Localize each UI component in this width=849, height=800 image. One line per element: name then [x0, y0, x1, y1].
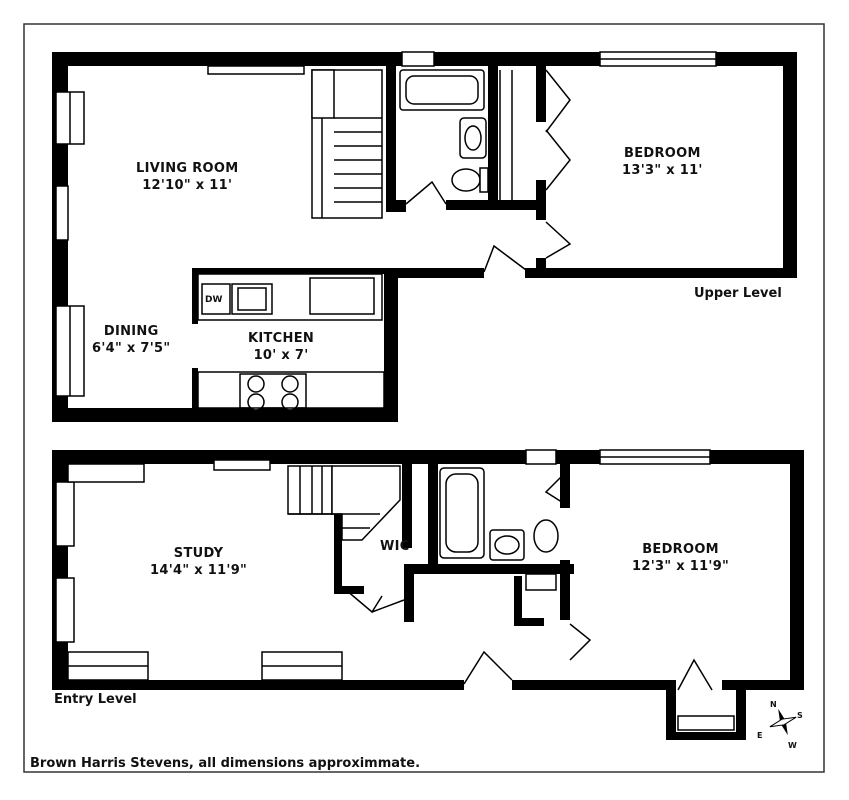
kitchen-top-wall — [192, 268, 392, 274]
compass-e-label: E — [757, 731, 762, 740]
window — [55, 577, 75, 643]
window-seat — [67, 463, 145, 483]
bedroom-door — [545, 221, 572, 259]
closet-left-wall — [514, 576, 522, 626]
window — [401, 51, 435, 67]
wic-bottom-wall — [334, 586, 364, 594]
bath-right-wall-bot — [560, 560, 570, 620]
wic-door-wall — [404, 574, 414, 622]
page-frame — [23, 23, 825, 773]
room-dims: 10' x 7' — [253, 348, 309, 363]
window — [55, 481, 75, 547]
corridor-bottom-wall — [384, 268, 484, 278]
study-label: STUDY 14'4" x 11'9" — [150, 545, 247, 579]
room-dims: 12'3" x 11'9" — [632, 559, 730, 574]
bath-right-wall-top — [560, 464, 570, 508]
bath-door-jamb — [396, 200, 406, 212]
window — [213, 459, 271, 471]
stove-burner — [281, 375, 299, 393]
vestibule-right-wall — [736, 680, 746, 740]
entry-bedroom-label: BEDROOM 12'3" x 11'9" — [632, 541, 729, 575]
window — [525, 449, 557, 465]
compass-s-label: S — [797, 711, 803, 720]
refrigerator — [309, 277, 375, 315]
upper-right-wall — [783, 52, 797, 278]
upper-bottom-wall — [52, 408, 398, 422]
entry-door — [483, 244, 527, 273]
closet-door — [545, 69, 571, 133]
compass-n-label: N — [770, 700, 777, 709]
bath-door — [544, 469, 569, 507]
room-name: BEDROOM — [623, 146, 701, 161]
room-name: LIVING ROOM — [136, 161, 239, 176]
bedroom-left-wall-mid — [536, 180, 546, 220]
room-dims: 6'4" x 7'5" — [92, 341, 171, 356]
kitchen-left-counter-wall — [192, 268, 198, 324]
toilet — [451, 168, 481, 192]
kitchen-left-lower-wall — [192, 368, 198, 416]
bath-left-wall — [428, 464, 438, 572]
living-room-label: LIVING ROOM 12'10" x 11' — [136, 160, 238, 194]
upper-fixtures — [55, 51, 717, 411]
entry-right-wall — [790, 450, 804, 690]
entry-level-plan — [52, 450, 804, 740]
room-dims: 14'4" x 11'9" — [150, 563, 248, 578]
vestibule-door — [677, 658, 713, 691]
bedroom-left-wall-top — [536, 52, 546, 122]
stairs — [287, 465, 333, 515]
compass-rose — [769, 708, 797, 736]
front-door — [463, 650, 513, 685]
bedroom-left-wall-bot — [536, 258, 546, 278]
entry-fixtures — [55, 449, 735, 731]
wic-left-wall — [334, 510, 342, 590]
footer-disclaimer: Brown Harris Stevens, all dimensions app… — [30, 756, 421, 771]
room-name: DINING — [103, 324, 159, 339]
window — [55, 185, 69, 241]
bath-door — [405, 180, 447, 205]
room-dims: 13'3" x 11' — [622, 163, 703, 178]
stove-burner — [247, 375, 265, 393]
vestibule-bottom-wall — [666, 732, 746, 740]
room-name: WIC — [380, 539, 410, 554]
closet-shelf — [525, 573, 557, 591]
entry-bottom-wall-mid — [512, 680, 672, 690]
dining-label: DINING 6'4" x 7'5" — [92, 323, 170, 357]
vestibule-left-wall — [666, 680, 676, 740]
kitchen-label: KITCHEN 10' x 7' — [248, 330, 314, 364]
wic-right-wall — [402, 464, 412, 548]
room-dims: 12'10" x 11' — [142, 178, 233, 193]
bedroom-bottom-wall — [525, 268, 797, 278]
bath-right-wall — [488, 52, 498, 210]
upper-level-label: Upper Level — [694, 286, 782, 301]
toilet — [533, 519, 559, 553]
room-name: KITCHEN — [248, 331, 315, 346]
dishwasher-label: DW — [205, 295, 223, 305]
bath-bottom-wall — [404, 564, 574, 574]
window-ledge — [207, 65, 305, 75]
entry-bottom-wall-left — [52, 680, 464, 690]
kitchen-right-wall — [384, 268, 398, 422]
room-name: BEDROOM — [642, 542, 719, 557]
bath-left-wall — [386, 52, 396, 212]
stove-burner — [281, 393, 299, 411]
upper-bedroom-label: BEDROOM 13'3" x 11' — [622, 145, 703, 179]
room-name: STUDY — [173, 546, 224, 561]
entry-level-label: Entry Level — [54, 692, 137, 707]
wic-label: WIC — [380, 538, 410, 555]
entry-bottom-wall-right — [722, 680, 804, 690]
closet-bottom-wall — [514, 618, 544, 626]
stove-burner — [247, 393, 265, 411]
closet-door — [569, 623, 592, 661]
stairs-landing — [331, 465, 401, 541]
vestibule-step — [677, 715, 735, 731]
dishwasher — [201, 283, 231, 315]
compass-w-label: W — [788, 741, 797, 750]
